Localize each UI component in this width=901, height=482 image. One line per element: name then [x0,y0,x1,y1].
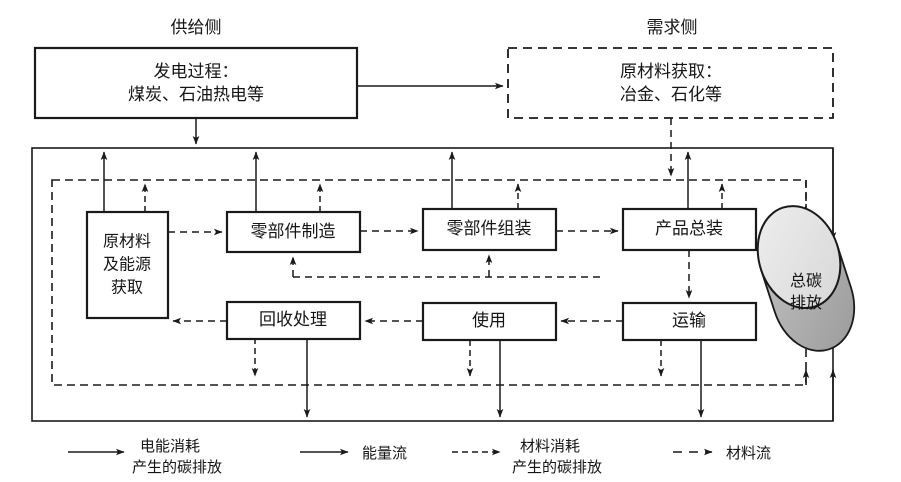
legend-item-material-emission: 材料消耗 产生的碳排放 [452,438,602,476]
node-raw-material-box[interactable] [85,210,170,320]
node-product-assembly-box[interactable] [621,207,758,252]
demand-side-title: 需求侧 [647,18,698,37]
node-raw-material-line1: 原材料 [103,233,151,251]
supply-side-title: 供给侧 [171,18,222,37]
legend: 电能消耗 产生的碳排放 能量流 材料消耗 产生的碳排放 材料流 [68,438,771,476]
cylinder-label-line2: 排放 [790,294,822,312]
demand-side-box[interactable] [507,47,834,119]
legend-material-flow-label: 材料流 [726,445,771,462]
node-part-manufacture-box[interactable] [225,210,362,254]
cylinder-label-line1: 总碳 [790,272,822,290]
material-flow-frame [51,179,807,386]
node-product-assembly-label: 产品总装 [655,219,723,238]
node-transport-label: 运输 [672,311,706,330]
cylinder-top-face [756,205,842,310]
legend-energy-flow-label: 能量流 [362,445,407,462]
supply-side-box[interactable] [33,46,359,120]
node-part-assembly-box[interactable] [421,207,558,252]
node-recycling-label: 回收处理 [259,310,327,329]
demand-box-line2: 冶金、石化等 [620,85,722,104]
legend-item-electricity-emission: 电能消耗 产生的碳排放 [68,438,222,476]
node-part-manufacture-label: 零部件制造 [251,222,336,241]
legend-electricity-line1: 电能消耗 [140,438,200,455]
total-carbon-emission-cylinder[interactable]: 总碳 排放 [745,195,867,361]
legend-item-material-flow: 材料流 [673,445,771,462]
legend-electricity-line2: 产生的碳排放 [132,459,222,476]
supply-box-line1: 发电过程： [154,62,239,81]
node-use-label: 使用 [472,310,506,330]
supply-box-line2: 煤炭、石油热电等 [128,85,264,104]
demand-box-line1: 原材料获取： [620,62,722,81]
node-raw-material-line2: 及能源 [103,256,151,274]
node-part-assembly-label: 零部件组装 [447,219,532,238]
legend-material-line1: 材料消耗 [520,438,580,455]
node-raw-material-line3: 获取 [111,279,143,297]
legend-item-energy-flow: 能量流 [300,445,407,462]
legend-material-line2: 产生的碳排放 [512,459,602,476]
